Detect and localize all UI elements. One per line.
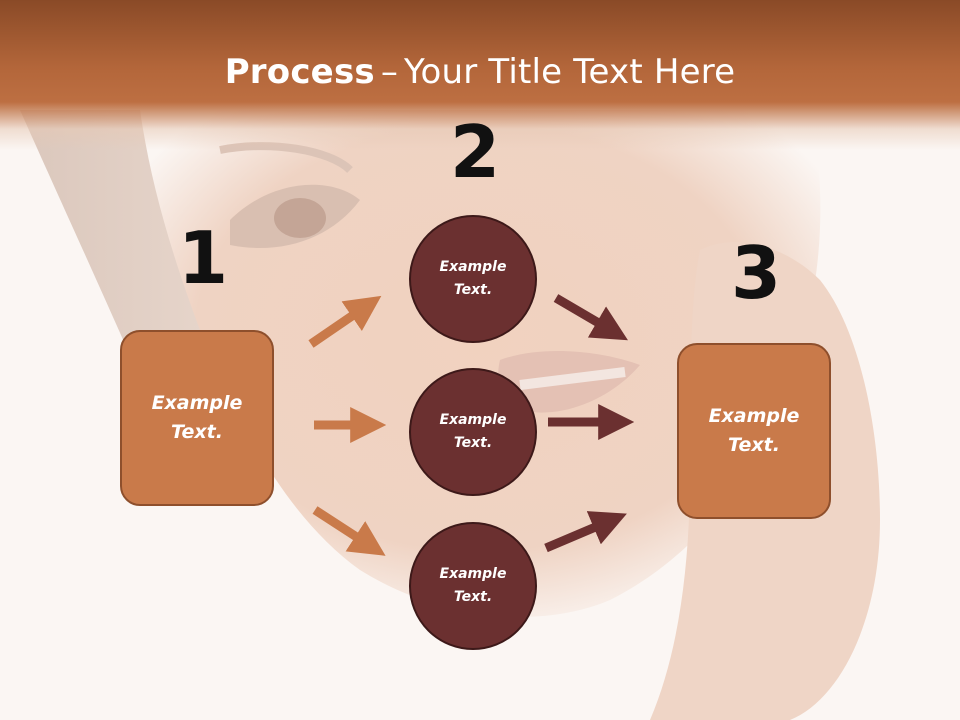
step-number-2: 2: [450, 110, 501, 194]
arrow-circle-bottom-to-box3: [544, 511, 627, 553]
arrow-box1-to-circle-bottom: [312, 506, 386, 556]
step-box-1-text: Example Text.: [151, 392, 243, 443]
step-box-3-text: Example Text.: [708, 405, 800, 456]
step-box-3: Example Text.: [677, 343, 831, 519]
title-separator: –: [380, 52, 399, 92]
arrow-box1-to-circle-top: [308, 295, 382, 348]
arrow-circle-top-to-box3: [553, 294, 628, 341]
circle-bottom-text: Example Text.: [439, 566, 507, 605]
circle-top-text: Example Text.: [439, 259, 507, 298]
circle-top: Example Text.: [409, 215, 537, 343]
page-title: Process–Your Title Text Here: [0, 52, 960, 92]
title-banner: [0, 0, 960, 150]
step-number-3: 3: [731, 231, 782, 315]
title-rest: Your Title Text Here: [404, 52, 736, 92]
circle-middle: Example Text.: [409, 368, 537, 496]
circle-bottom: Example Text.: [409, 522, 537, 650]
step-number-1: 1: [178, 216, 229, 300]
title-bold: Process: [224, 52, 375, 92]
circle-middle-text: Example Text.: [439, 412, 507, 451]
step-box-1: Example Text.: [120, 330, 274, 506]
